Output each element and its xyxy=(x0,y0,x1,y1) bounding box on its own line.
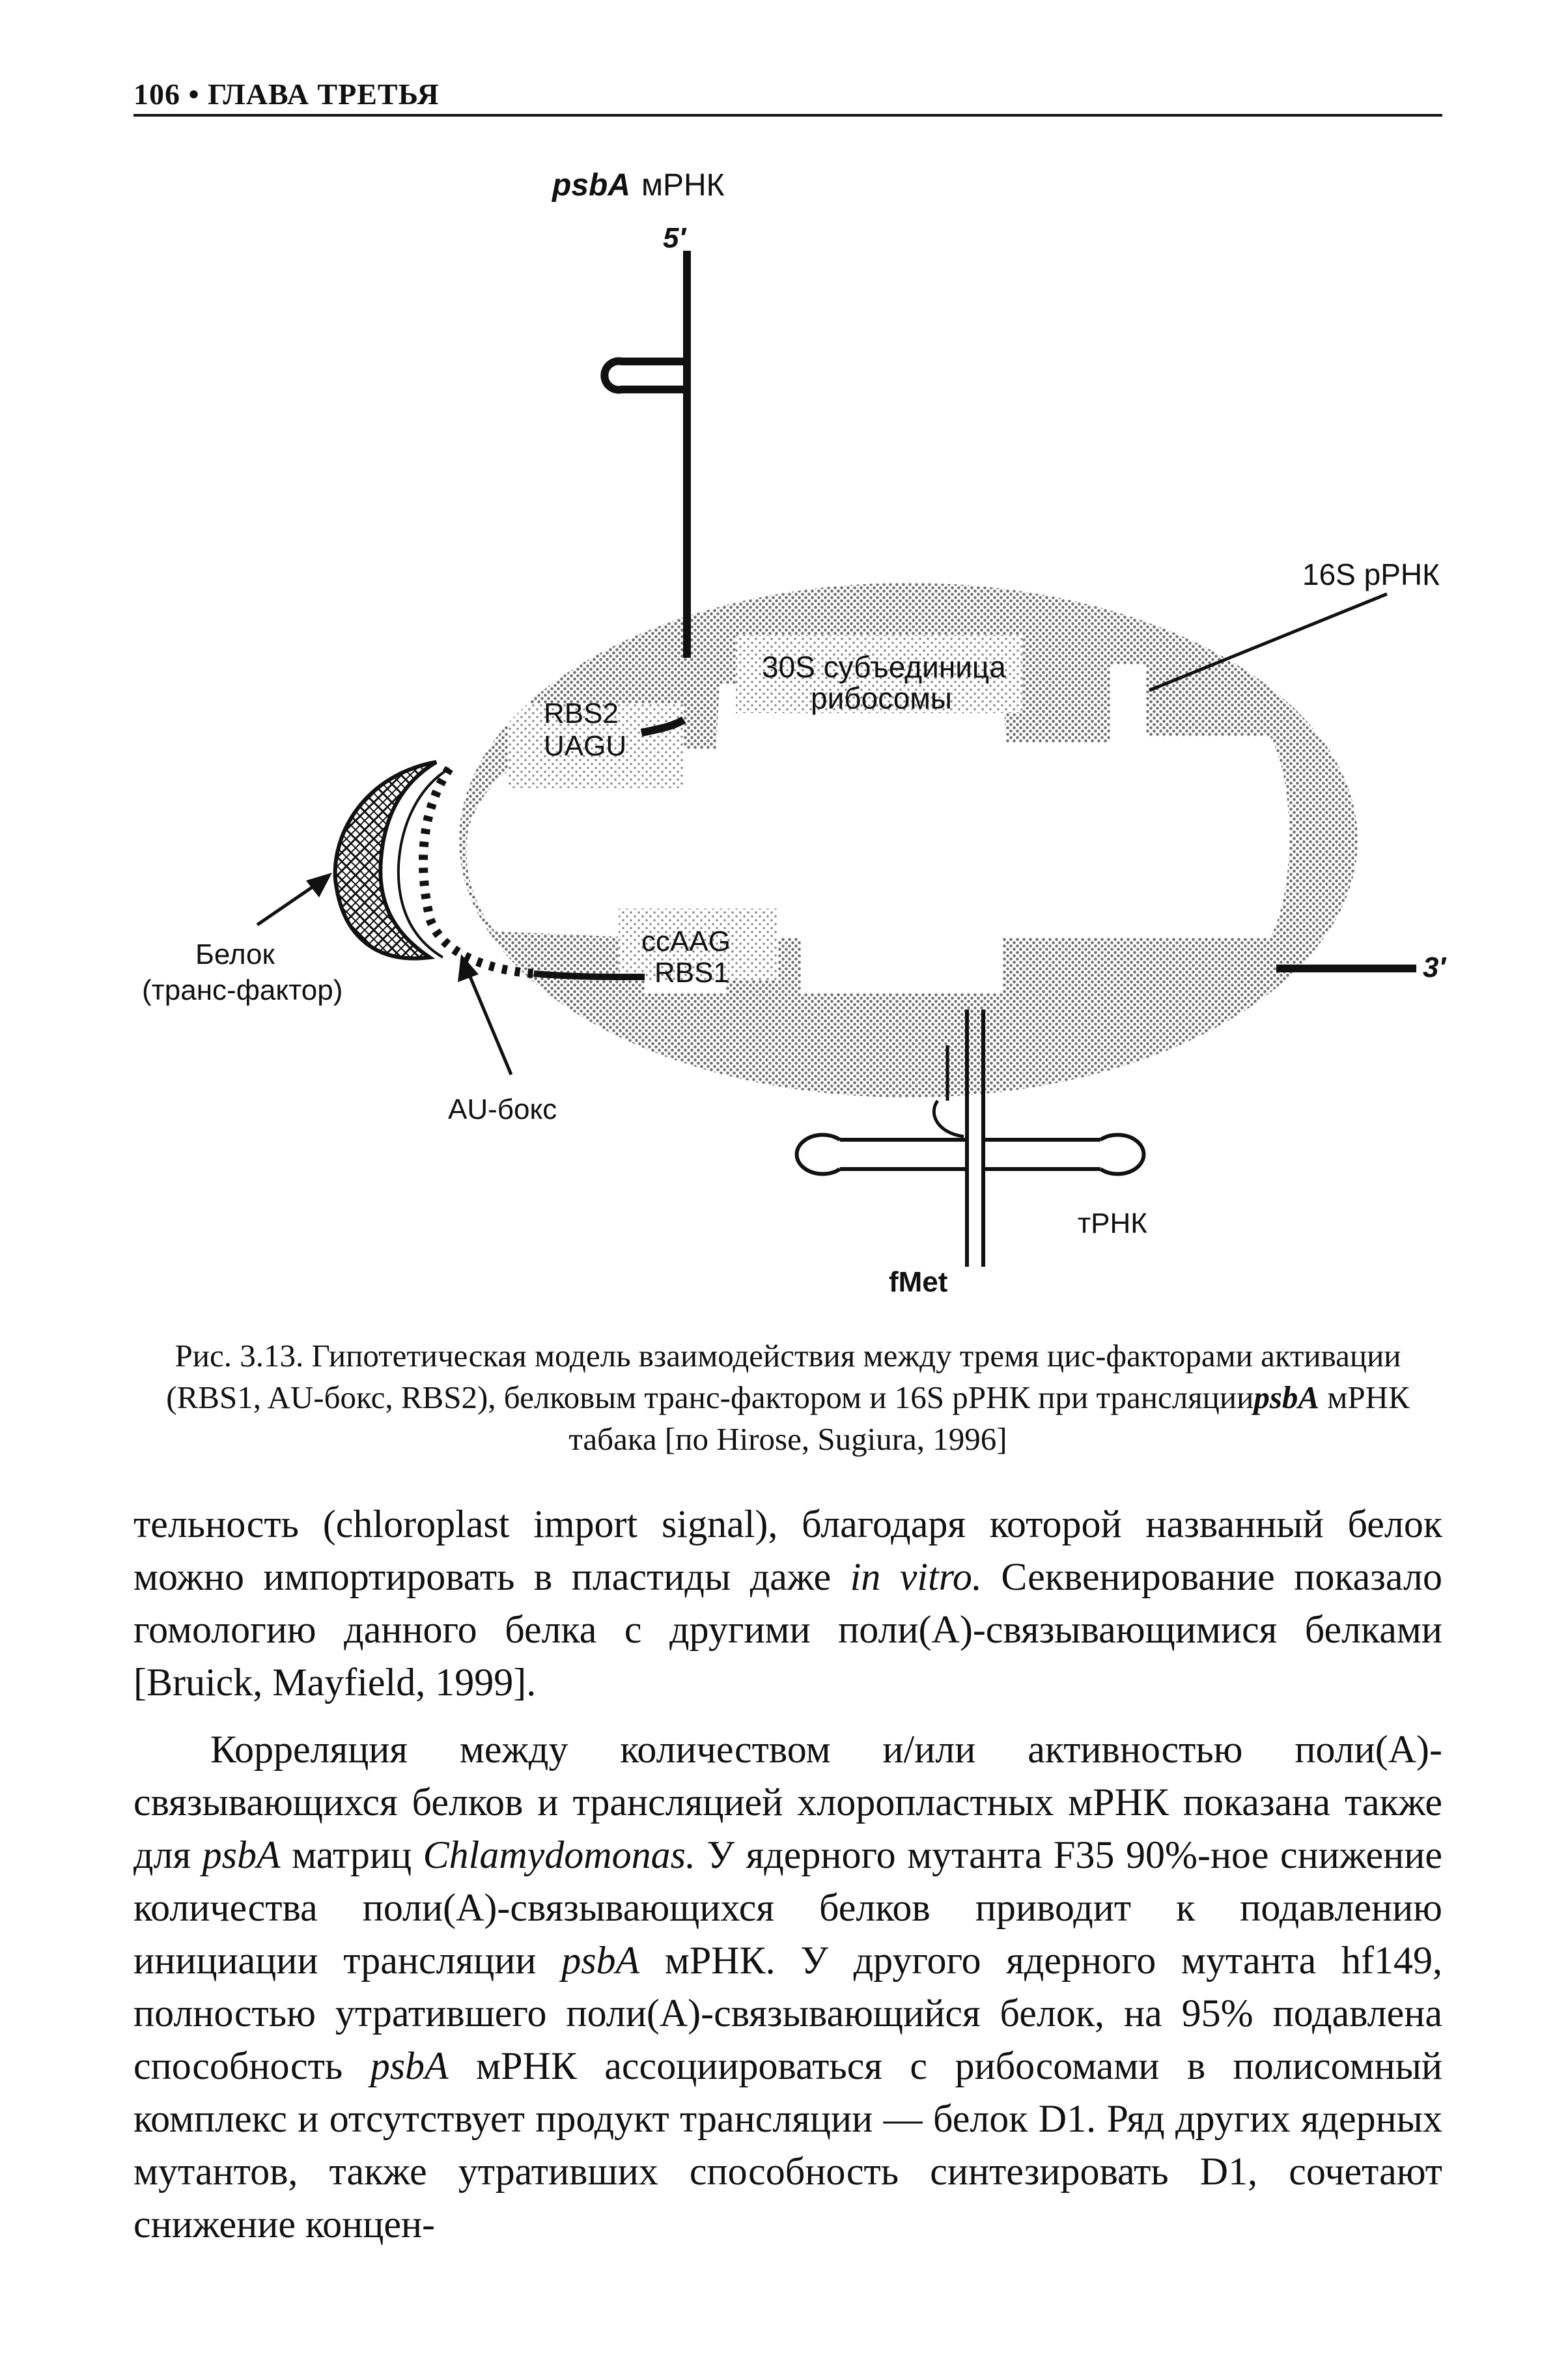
psba-mrna-strand xyxy=(419,251,1416,980)
caption-line-1: Рис. 3.13. Гипотетическая модель взаимод… xyxy=(175,1338,1401,1374)
running-header-text: 106 • ГЛАВА ТРЕТЬЯ xyxy=(133,78,440,111)
label-ribosome: рибосомы xyxy=(811,681,952,715)
label-trans-factor: (транс-фактор) xyxy=(142,974,343,1006)
p2-text-b: матриц xyxy=(280,1833,423,1876)
label-uagu: UAGU xyxy=(544,730,626,762)
label-ccaag: ccAAG xyxy=(641,925,731,957)
body-text: тельность (chloroplast import signal), б… xyxy=(133,1498,1442,2251)
label-five-prime: 5′ xyxy=(663,222,687,254)
p2-text-d: мРНК. У другого ядерного мутанта hf149, … xyxy=(133,1939,1442,2087)
label-trna: тРНК xyxy=(1078,1207,1147,1239)
label-30s-subunit: 30S субъединица xyxy=(762,650,1006,684)
p2-italic-3: psbA xyxy=(561,1939,640,1982)
running-header: 106 • ГЛАВА ТРЕТЬЯ xyxy=(133,77,1442,117)
rrna-16s-pointer xyxy=(1149,592,1388,692)
figure-3-13: psbA мРНК 5′ 3′ 16S рРНК 30S субъединица… xyxy=(142,168,1447,1298)
label-16s-rrna: 16S рРНК xyxy=(1302,557,1440,591)
label-protein: Белок xyxy=(195,939,275,970)
p2-text-e: мРНК ассоциироваться с рибосомами в поли… xyxy=(133,2044,1443,2246)
label-rbs1: RBS1 xyxy=(654,957,729,989)
label-psba-gene: psbA xyxy=(551,168,630,203)
label-rbs2: RBS2 xyxy=(544,698,619,729)
trna-structure xyxy=(794,1009,1146,1267)
p2-italic-4: psbA xyxy=(370,2044,449,2087)
label-mrna: мРНК xyxy=(641,168,725,203)
p1-italic: in vitro. xyxy=(850,1555,982,1598)
label-au-box: AU-бокс xyxy=(448,1094,557,1125)
paragraph-2: Корреляция между количеством и/или актив… xyxy=(133,1723,1442,2251)
p1-text-b: Секвенирование показало гомологию данног… xyxy=(133,1555,1442,1704)
caption-gene-name: psbA xyxy=(1253,1379,1320,1415)
caption-line-3: табака [по Hirose, Sugiura, 1996] xyxy=(568,1421,1007,1457)
ribosome-30s-oval xyxy=(459,583,1358,1097)
paragraph-1: тельность (chloroplast import signal), б… xyxy=(133,1498,1442,1709)
p2-italic-2: Chlamydomonas. xyxy=(423,1833,695,1876)
label-fmet: fMet xyxy=(889,1266,948,1298)
p2-text-c: У ядерного мутанта F35 90%-ное снижение … xyxy=(133,1833,1442,1982)
caption-line-2-end: мРНК xyxy=(1319,1379,1410,1415)
p2-italic-1: psbA xyxy=(202,1833,281,1876)
caption-line-2: (RBS1, AU-бокс, RBS2), белковым транс-фа… xyxy=(133,1377,1442,1418)
caption-line-2-text: (RBS1, AU-бокс, RBS2), белковым транс-фа… xyxy=(166,1379,1254,1415)
p1-text-a: тельность (chloroplast import signal), б… xyxy=(133,1503,1442,1598)
arrows xyxy=(256,873,513,1075)
protein-trans-factor xyxy=(333,760,451,961)
p2-text-a: Корреляция между количеством и/или актив… xyxy=(133,1728,1442,1876)
label-three-prime: 3′ xyxy=(1423,952,1447,983)
figure-diagram: psbA мРНК 5′ 3′ 16S рРНК 30S субъединица… xyxy=(142,168,1447,1298)
figure-caption: Рис. 3.13. Гипотетическая модель взаимод… xyxy=(133,1335,1442,1460)
